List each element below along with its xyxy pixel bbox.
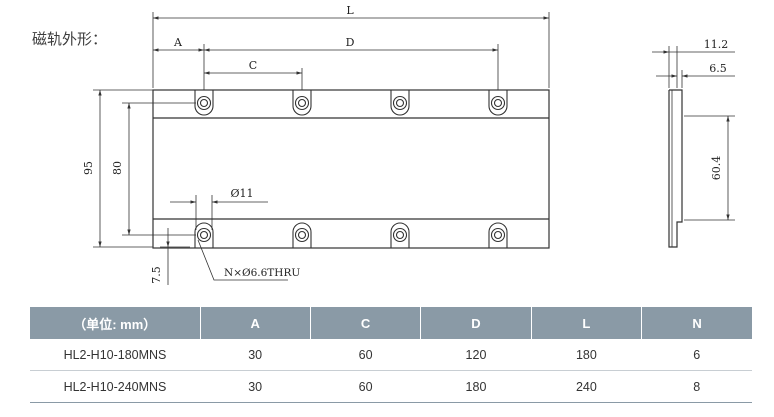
table-cell: 180 — [531, 339, 642, 371]
front-view — [152, 89, 550, 249]
dim-7-5-label: 7.5 — [150, 266, 163, 284]
hole-icon — [194, 90, 214, 116]
dim-L-label: L — [346, 4, 354, 17]
page-title: 磁轨外形： — [32, 30, 108, 48]
top-holes — [194, 90, 508, 116]
dim-80-label: 80 — [111, 161, 124, 175]
hole-icon — [390, 90, 410, 116]
header-d: D — [420, 307, 532, 339]
hole-icon — [292, 90, 312, 116]
hole-icon — [194, 222, 214, 248]
hole-icon — [488, 90, 508, 116]
table-cell: 8 — [641, 370, 752, 403]
table-cell: 240 — [531, 370, 642, 403]
side-view — [668, 89, 683, 248]
table-cell: 6 — [641, 339, 752, 371]
table-cell: 60 — [310, 370, 421, 403]
table-cell: 120 — [420, 339, 532, 371]
dim-D-label: D — [346, 36, 355, 49]
table-row: HL2-H10-240MNS 30 60 180 240 8 — [30, 370, 752, 403]
table-cell: 180 — [420, 370, 532, 403]
table-cell: 60 — [310, 339, 421, 371]
dim-60-4-label: 60.4 — [710, 156, 723, 181]
table-cell-model: HL2-H10-240MNS — [30, 370, 200, 403]
hole-icon — [292, 222, 312, 248]
hole-icon — [488, 222, 508, 248]
dim-6-5-label: 6.5 — [709, 62, 727, 75]
dim-A-label: A — [173, 36, 183, 49]
dim-hole-label: Ø11 — [230, 187, 253, 200]
bottom-holes — [194, 222, 508, 248]
header-unit: （单位: mm） — [30, 307, 201, 339]
dim-C-label: C — [249, 59, 257, 72]
table-row: HL2-H10-180MNS 30 60 120 180 6 — [30, 339, 752, 371]
table-cell-model: HL2-H10-180MNS — [30, 339, 200, 371]
dim-11-2-label: 11.2 — [704, 38, 729, 51]
table-cell: 30 — [200, 370, 311, 403]
table-cell: 30 — [200, 339, 311, 371]
dim-95-label: 95 — [82, 161, 95, 175]
header-l: L — [531, 307, 643, 339]
magnet-rail-drawing: L A D C 95 80 Ø11 7.5 N×Ø6.6THRU 11.2 6.… — [82, 4, 735, 285]
header-a: A — [200, 307, 311, 339]
header-c: C — [310, 307, 422, 339]
table-header-row: （单位: mm） A C D L N — [30, 307, 752, 339]
header-n: N — [641, 307, 752, 339]
hole-note-leader — [197, 239, 288, 281]
spec-table: （单位: mm） A C D L N HL2-H10-180MNS 30 60 … — [30, 307, 752, 403]
hole-note-label: N×Ø6.6THRU — [224, 267, 300, 279]
hole-icon — [390, 222, 410, 248]
